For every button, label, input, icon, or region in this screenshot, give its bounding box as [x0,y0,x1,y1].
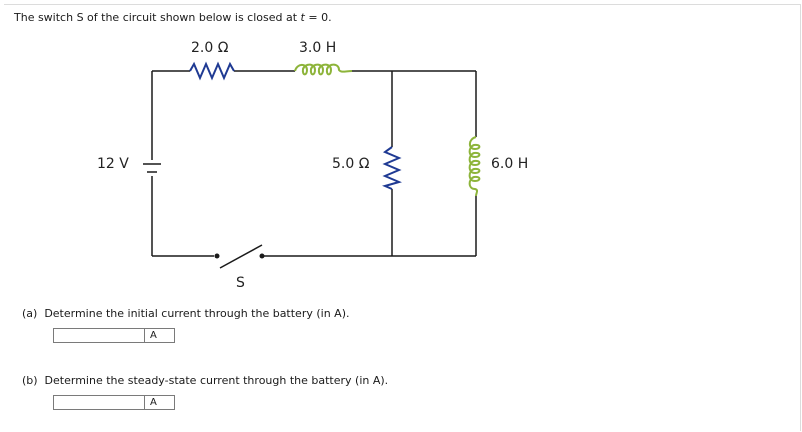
inductor-right-label: 6.0 H [491,156,529,172]
battery-label: 12 V [97,156,129,172]
circuit-diagram [143,61,481,269]
part-a-input[interactable] [53,328,145,343]
switch-symbol [214,244,265,269]
part-b-prompt: (b) Determine the steady-state current t… [22,374,389,387]
switch-label: S [236,275,245,291]
battery-symbol [143,163,161,173]
part-a-prompt: (a) Determine the initial current throug… [22,307,350,320]
question-intro: The switch S of the circuit shown below … [14,11,332,24]
inductor-top [294,63,353,76]
question-frame [4,4,801,431]
part-a-unit: A [145,328,175,343]
resistor-middle-label: 5.0 Ω [332,156,370,172]
part-b-input[interactable] [53,395,145,410]
inductor-right [468,136,481,197]
resistor-top [189,61,235,81]
resistor-top-label: 2.0 Ω [191,40,229,56]
resistor-middle [382,146,402,190]
inductor-top-label: 3.0 H [299,40,337,56]
part-b-unit: A [145,395,175,410]
